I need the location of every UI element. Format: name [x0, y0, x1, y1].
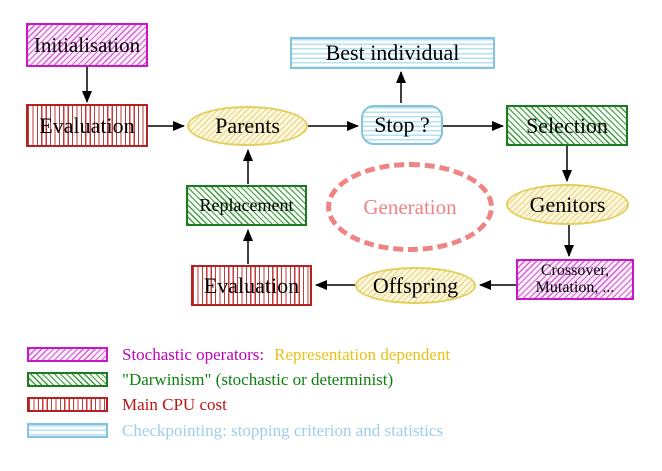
- node-generation-cycle: Generation: [326, 162, 494, 252]
- node-generation-label: Generation: [363, 194, 457, 219]
- node-parents-label: Parents: [215, 113, 280, 139]
- legend-item-main-cpu-cost: Main CPU cost: [27, 395, 227, 414]
- node-stop-label: Stop ?: [374, 112, 430, 138]
- legend-swatch-checkpointing: [27, 423, 108, 438]
- node-genitors: Genitors: [506, 184, 629, 225]
- legend-swatch-darwinism: [27, 372, 108, 387]
- legend-label-darwinism: "Darwinism" (stochastic or determinist): [122, 369, 394, 389]
- legend-label-main-cpu-cost: Main CPU cost: [122, 394, 227, 414]
- node-replacement: Replacement: [186, 185, 307, 226]
- node-crossover-line2: Mutation, ...: [535, 278, 615, 296]
- legend-label-checkpointing: Checkpointing: stopping criterion and st…: [122, 420, 444, 440]
- node-stop: Stop ?: [361, 105, 443, 145]
- node-best-individual: Best individual: [290, 37, 495, 69]
- legend-item-checkpointing: Checkpointing: stopping criterion and st…: [27, 421, 443, 440]
- node-initialisation: Initialisation: [26, 23, 148, 67]
- node-selection: Selection: [506, 105, 628, 146]
- node-evaluation-top: Evaluation: [26, 104, 148, 147]
- legend-swatch-stochastic-operators: [27, 347, 108, 362]
- node-crossover-mutation: Crossover, Mutation, ...: [516, 259, 634, 300]
- node-offspring: Offspring: [355, 267, 476, 304]
- node-evaluation-top-label: Evaluation: [39, 112, 135, 138]
- node-replacement-label: Replacement: [199, 195, 294, 216]
- legend-label-stochastic-operators: Stochastic operators:: [122, 344, 265, 364]
- node-evaluation-bottom-label: Evaluation: [203, 272, 300, 298]
- node-offspring-label: Offspring: [372, 272, 459, 298]
- node-initialisation-label: Initialisation: [33, 32, 141, 57]
- node-best-individual-label: Best individual: [325, 40, 460, 66]
- node-evaluation-bottom: Evaluation: [191, 265, 312, 306]
- node-genitors-label: Genitors: [529, 191, 606, 217]
- node-parents: Parents: [187, 106, 308, 146]
- node-crossover-line1: Crossover,: [540, 261, 610, 279]
- node-selection-label: Selection: [526, 112, 608, 138]
- legend-item-stochastic-operators: Stochastic operators: Representation dep…: [27, 345, 450, 364]
- legend-label-representation-dependent: Representation dependent: [274, 344, 451, 364]
- legend-swatch-main-cpu-cost: [27, 397, 108, 412]
- legend-item-darwinism: "Darwinism" (stochastic or determinist): [27, 370, 393, 389]
